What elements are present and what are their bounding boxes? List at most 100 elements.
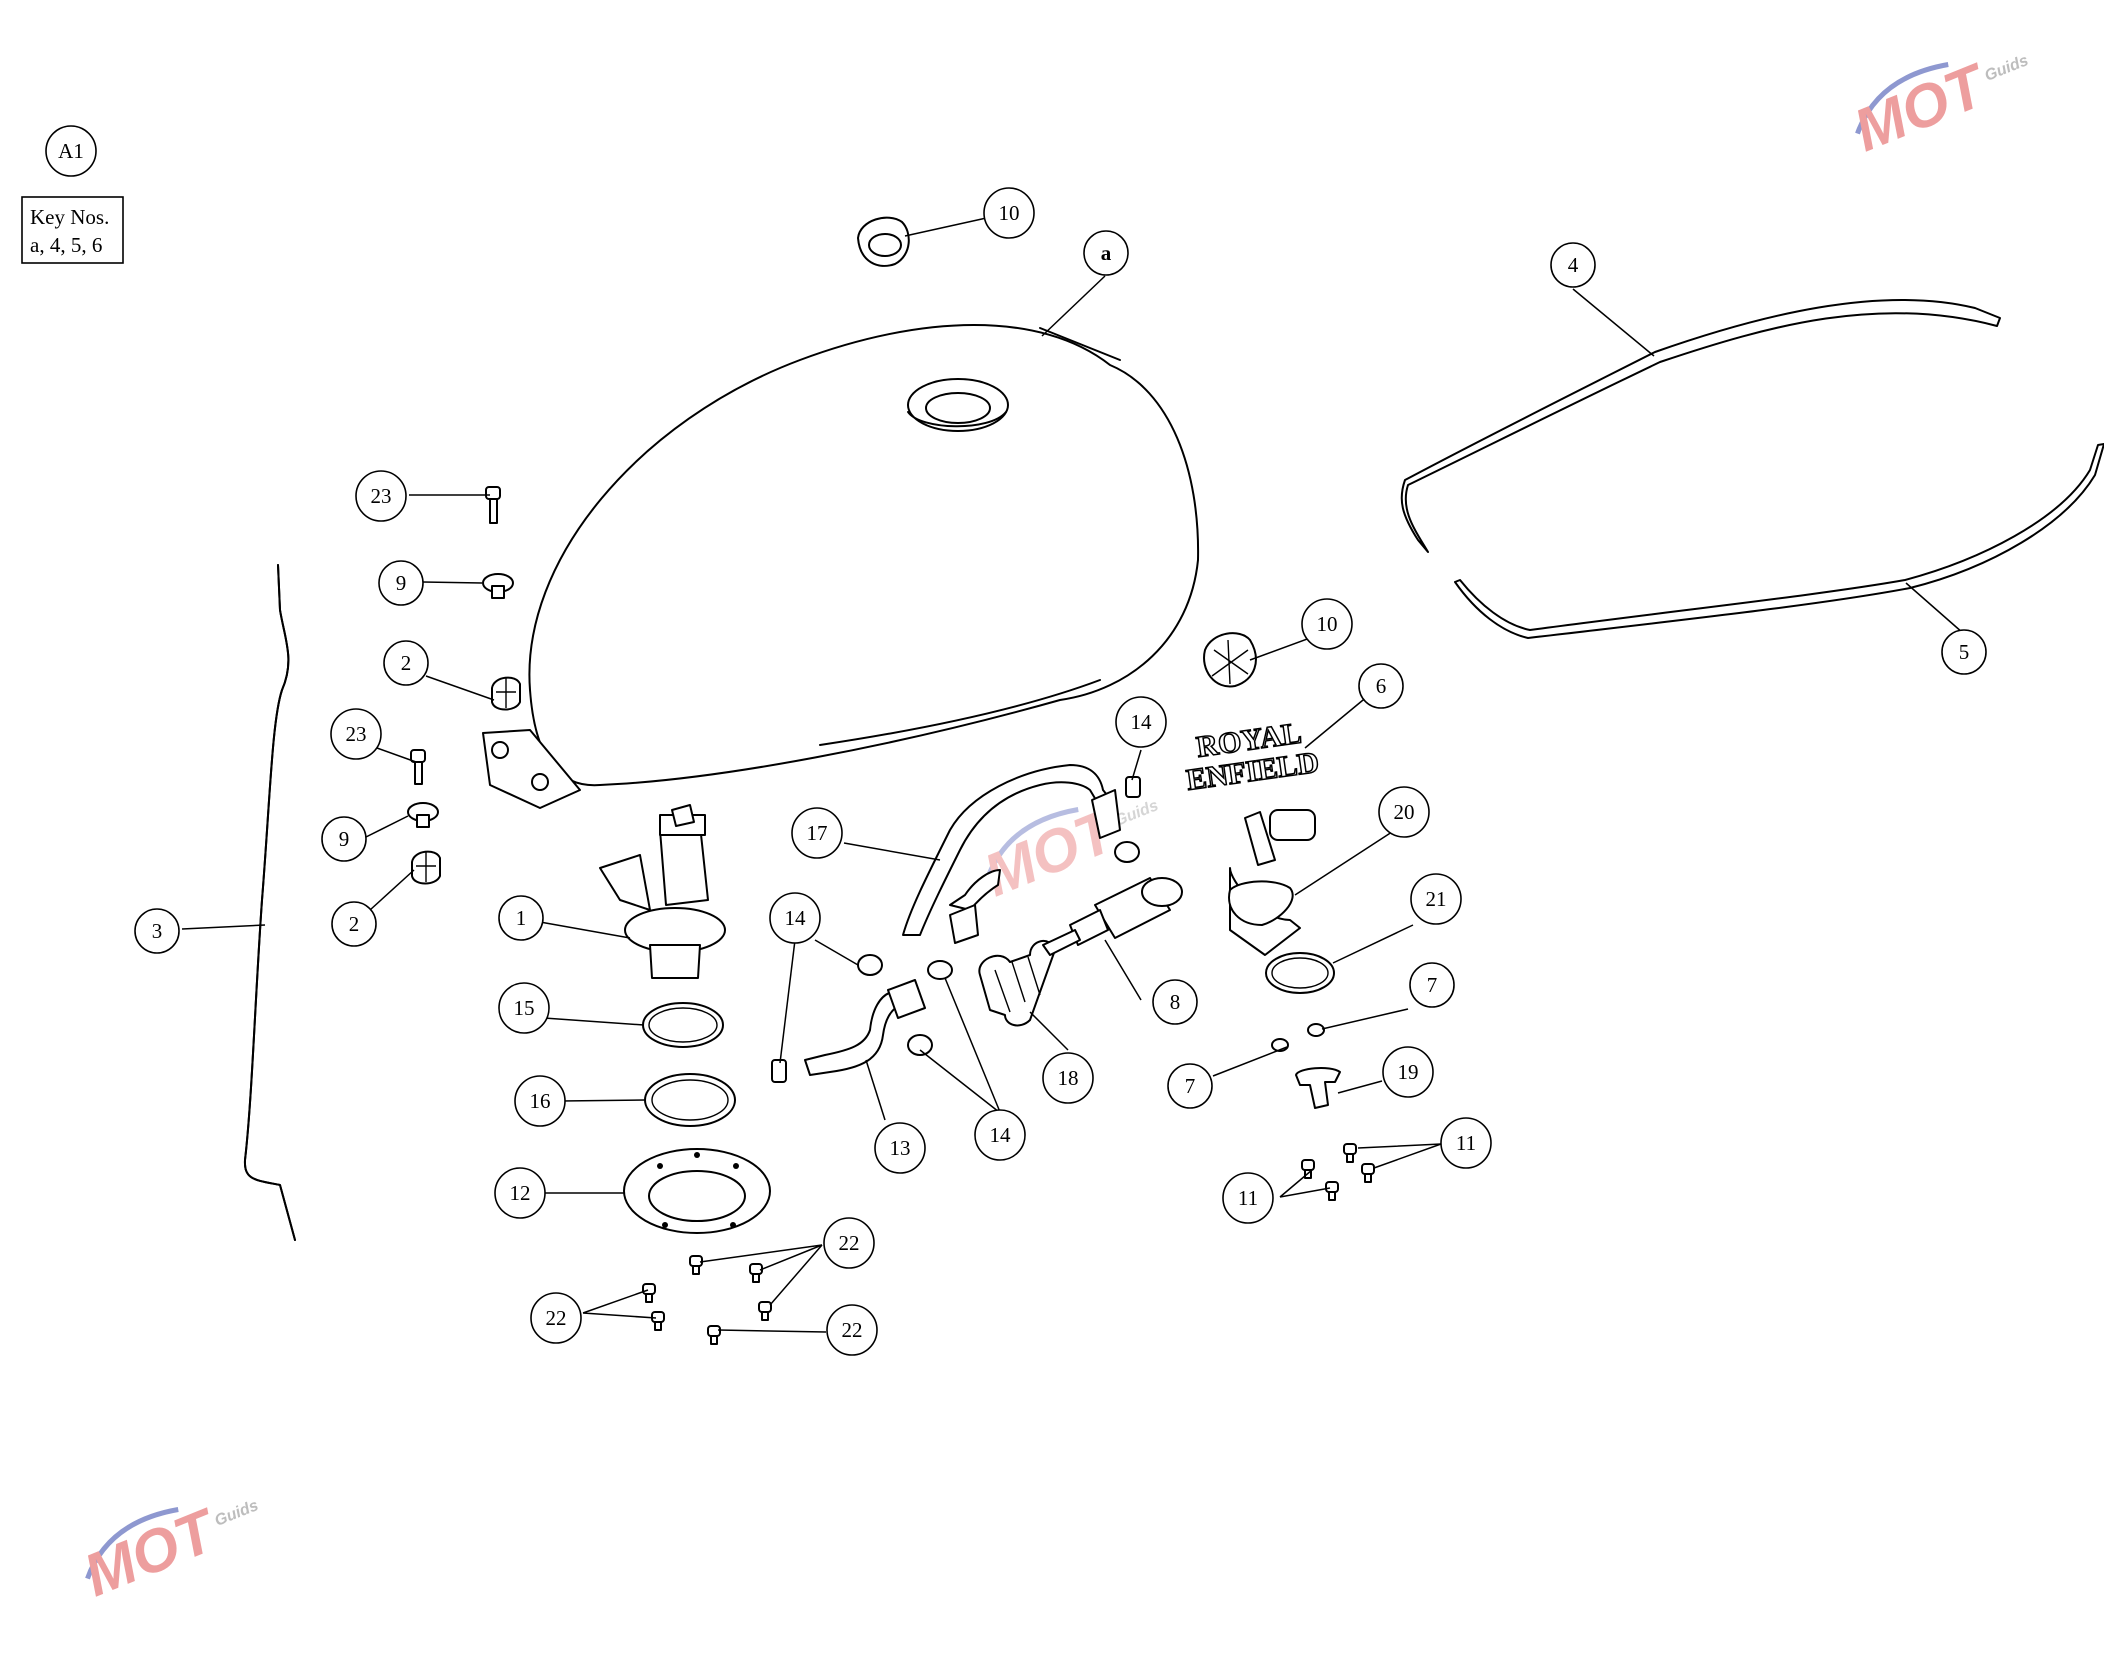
callout-5: 5 bbox=[1941, 629, 1987, 675]
screw-part-11c bbox=[1361, 1163, 1375, 1183]
bolt-part-top bbox=[485, 486, 501, 524]
fuel-filter bbox=[1042, 877, 1183, 956]
screw-part-22a bbox=[689, 1255, 703, 1275]
svg-text:15: 15 bbox=[514, 996, 535, 1020]
callout-22-right-top: 22 bbox=[823, 1217, 875, 1269]
svg-text:19: 19 bbox=[1398, 1060, 1419, 1084]
callout-10-right: 10 bbox=[1301, 598, 1353, 650]
clamp-part-a bbox=[1125, 776, 1141, 798]
callout-14-left: 14 bbox=[769, 892, 821, 944]
callout-1: 1 bbox=[498, 895, 544, 941]
clamp-part-f bbox=[907, 1034, 933, 1056]
svg-text:14: 14 bbox=[785, 906, 807, 930]
screw-part-22f bbox=[707, 1325, 721, 1345]
svg-text:13: 13 bbox=[890, 1136, 911, 1160]
tank-pad-lower bbox=[1454, 443, 2104, 639]
callout-4: 4 bbox=[1550, 242, 1596, 288]
svg-text:1: 1 bbox=[516, 906, 527, 930]
svg-text:23: 23 bbox=[371, 484, 392, 508]
bolt-part-mid bbox=[410, 749, 426, 785]
svg-text:5: 5 bbox=[1959, 640, 1970, 664]
rubber-bellows bbox=[978, 940, 1056, 1027]
clamp-part-e bbox=[927, 960, 953, 980]
callout-9-bottom: 9 bbox=[321, 816, 367, 862]
o-ring-small bbox=[642, 1002, 724, 1048]
svg-text:Key Nos.: Key Nos. bbox=[30, 205, 109, 229]
callout-8: 8 bbox=[1152, 979, 1198, 1025]
watermark-logo-bottom: MOT Guids bbox=[75, 1495, 261, 1609]
grommet-part-top bbox=[491, 676, 521, 711]
callout-15: 15 bbox=[498, 982, 550, 1034]
svg-text:21: 21 bbox=[1426, 887, 1447, 911]
callout-18: 18 bbox=[1042, 1052, 1094, 1104]
watermark-logo-top: MOT Guids bbox=[1845, 50, 2031, 164]
callout-7-right: 7 bbox=[1409, 962, 1455, 1008]
pump-mounting-plate bbox=[623, 1148, 771, 1234]
svg-text:18: 18 bbox=[1058, 1066, 1079, 1090]
grommet-part-mid bbox=[411, 850, 441, 885]
svg-text:7: 7 bbox=[1185, 1074, 1196, 1098]
svg-text:20: 20 bbox=[1394, 800, 1415, 824]
screw-part-22e bbox=[651, 1311, 665, 1331]
royal-enfield-emblem: ROYAL ENFIELD bbox=[1184, 716, 1322, 798]
callout-13: 13 bbox=[874, 1122, 926, 1174]
svg-text:MOT: MOT bbox=[75, 1495, 228, 1609]
fuel-hose-lower bbox=[804, 979, 926, 1076]
screw-part-11b bbox=[1301, 1159, 1315, 1179]
svg-text:4: 4 bbox=[1568, 253, 1579, 277]
svg-text:MOT: MOT bbox=[1845, 50, 1998, 164]
breather-pipe bbox=[243, 564, 296, 1241]
svg-text:14: 14 bbox=[1131, 710, 1153, 734]
fuel-hose-upper bbox=[902, 764, 1121, 944]
callout-14-bottom: 14 bbox=[974, 1109, 1026, 1161]
callout-14-top: 14 bbox=[1115, 696, 1167, 748]
clamp-part-c bbox=[857, 954, 883, 976]
svg-text:6: 6 bbox=[1376, 674, 1387, 698]
screw-part-22c bbox=[642, 1283, 656, 1303]
filler-cap-part bbox=[857, 216, 910, 267]
callout-22-right-bottom: 22 bbox=[826, 1304, 878, 1356]
svg-text:2: 2 bbox=[349, 912, 360, 936]
callout-a: a bbox=[1083, 230, 1129, 276]
callout-16: 16 bbox=[514, 1075, 566, 1127]
screw-part-11a bbox=[1343, 1143, 1357, 1163]
callout-2-top: 2 bbox=[383, 640, 429, 686]
section-label: A1 bbox=[45, 125, 97, 177]
washer-7b bbox=[1307, 1023, 1325, 1037]
fuel-level-sender bbox=[1228, 809, 1316, 956]
svg-text:16: 16 bbox=[530, 1089, 551, 1113]
key-box: Key Nos. a, 4, 5, 6 bbox=[21, 196, 124, 264]
bracket-part bbox=[1295, 1067, 1341, 1109]
screw-part-11d bbox=[1325, 1181, 1339, 1201]
svg-text:12: 12 bbox=[510, 1181, 531, 1205]
svg-text:10: 10 bbox=[1317, 612, 1338, 636]
svg-text:9: 9 bbox=[396, 571, 407, 595]
svg-text:22: 22 bbox=[546, 1306, 567, 1330]
clamp-part-d bbox=[771, 1059, 787, 1083]
callout-7-left: 7 bbox=[1167, 1063, 1213, 1109]
callout-19: 19 bbox=[1382, 1046, 1434, 1098]
callout-23-bottom: 23 bbox=[330, 708, 382, 760]
svg-text:11: 11 bbox=[1238, 1186, 1258, 1210]
callout-22-left: 22 bbox=[530, 1292, 582, 1344]
svg-text:14: 14 bbox=[990, 1123, 1012, 1147]
callout-21: 21 bbox=[1410, 873, 1462, 925]
svg-text:11: 11 bbox=[1456, 1131, 1476, 1155]
fuel-tank bbox=[482, 324, 1200, 809]
callout-11-left: 11 bbox=[1222, 1172, 1274, 1224]
callout-23-top: 23 bbox=[355, 470, 407, 522]
callout-12: 12 bbox=[494, 1167, 546, 1219]
sender-o-ring bbox=[1265, 952, 1335, 994]
callout-9-top: 9 bbox=[378, 560, 424, 606]
fuel-pump-assembly bbox=[599, 804, 726, 979]
svg-text:A1: A1 bbox=[58, 139, 84, 163]
svg-text:22: 22 bbox=[839, 1231, 860, 1255]
svg-text:10: 10 bbox=[999, 201, 1020, 225]
callout-11-right: 11 bbox=[1440, 1117, 1492, 1169]
washer-part-mid bbox=[407, 802, 439, 828]
svg-text:2: 2 bbox=[401, 651, 412, 675]
washer-part-top bbox=[482, 573, 514, 599]
svg-text:Guids: Guids bbox=[212, 1497, 260, 1530]
svg-text:17: 17 bbox=[807, 821, 828, 845]
